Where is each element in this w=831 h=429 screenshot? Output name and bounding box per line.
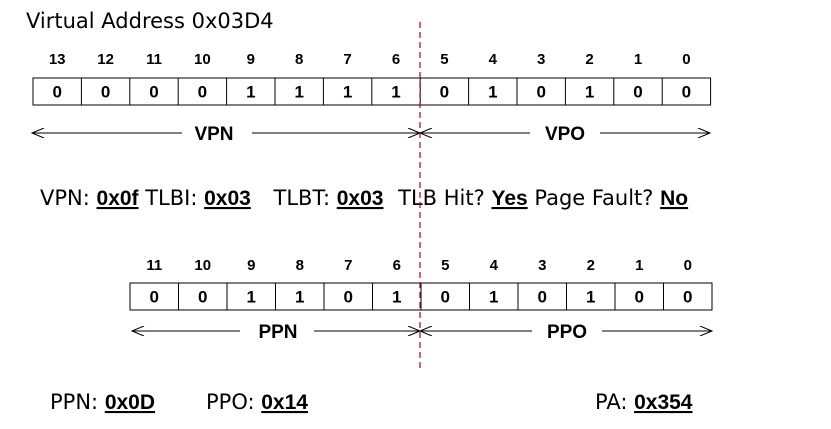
- virtual-bit-value: 1: [343, 83, 352, 102]
- ppo-value: 0x14: [261, 391, 308, 414]
- virtual-bit-index: 2: [585, 51, 593, 68]
- virtual-bit-value: 0: [440, 83, 449, 102]
- virtual-bit-index: 12: [97, 51, 114, 68]
- virtual-bit-index: 5: [440, 51, 448, 68]
- virtual-bit-value: 1: [391, 83, 400, 102]
- virtual-bit-index: 10: [194, 51, 211, 68]
- physical-bit-index: 4: [490, 257, 499, 274]
- virtual-bit-value: 0: [198, 83, 207, 102]
- physical-bit-value: 0: [344, 288, 353, 307]
- virtual-bit-value: 0: [536, 83, 545, 102]
- virtual-bit-value: 0: [101, 83, 110, 102]
- physical-bit-value: 1: [489, 288, 498, 307]
- tlbt-value: 0x03: [337, 187, 384, 210]
- physical-bit-value: 1: [247, 288, 256, 307]
- virtual-bit-index: 7: [343, 51, 351, 68]
- physical-bit-index: 0: [684, 257, 692, 274]
- physical-bit-index: 11: [146, 257, 162, 274]
- virtual-bit-index: 8: [295, 51, 303, 68]
- physical-bit-value: 1: [392, 288, 401, 307]
- pa-label: PA:: [595, 390, 627, 414]
- pa-value: 0x354: [634, 391, 693, 414]
- physical-bit-index: 3: [538, 257, 546, 274]
- virtual-bit-value: 1: [488, 83, 497, 102]
- physical-bit-index: 2: [587, 257, 595, 274]
- virtual-bit-value: 0: [149, 83, 158, 102]
- virtual-bit-index: 1: [634, 51, 642, 68]
- page-fault-label: Page Fault?: [534, 186, 653, 210]
- physical-bit-index: 9: [247, 257, 255, 274]
- physical-bit-value: 0: [198, 288, 207, 307]
- ppo-label: PPO:: [206, 390, 255, 414]
- physical-bit-value: 0: [635, 288, 644, 307]
- physical-bit-value: 0: [538, 288, 547, 307]
- ppn-prefix: 0x: [105, 391, 129, 414]
- ppn-result: PPN: 0x0D: [50, 390, 155, 414]
- tlbi-label: TLBI:: [144, 186, 197, 210]
- vpn-value: 0x0f: [97, 187, 140, 210]
- tlb-hit-label: TLB Hit?: [397, 186, 485, 210]
- virtual-bit-index: 4: [489, 51, 498, 68]
- tlbi-value: 0x03: [204, 187, 251, 210]
- page-fault-value: No: [660, 187, 688, 210]
- virtual-bit-value: 0: [52, 83, 61, 102]
- physical-bit-index: 10: [194, 257, 211, 274]
- lookup-line: VPN: 0x0f TLBI: 0x03 TLBT: 0x03 TLB Hit?…: [40, 186, 688, 210]
- physical-address-register: 0 0 1 1 0 1 0 1 0 1 0 0: [129, 282, 713, 311]
- physical-bit-value: 1: [586, 288, 595, 307]
- tlbt-label: TLBT:: [273, 186, 331, 210]
- physical-bit-value: 1: [295, 288, 304, 307]
- physical-bit-index: 7: [344, 257, 352, 274]
- vpn-field-label: VPN: [194, 124, 233, 145]
- vpo-field-label: VPO: [545, 124, 585, 145]
- physical-bit-index: 6: [393, 257, 401, 274]
- virtual-bit-index: 0: [682, 51, 690, 68]
- physical-bit-value: 0: [150, 288, 159, 307]
- physical-bit-index: 8: [296, 257, 304, 274]
- physical-bit-index: 5: [441, 257, 449, 274]
- pa-result: PA: 0x354: [595, 390, 693, 414]
- virtual-address-register: 0 0 0 0 1 1 1 1 0 1 0 1 0 0: [32, 77, 712, 106]
- ppo-result: PPO: 0x14: [206, 390, 308, 414]
- virtual-bit-value: 0: [633, 83, 642, 102]
- ppn-digits: 0D: [128, 391, 155, 414]
- virtual-bit-index: 9: [247, 51, 255, 68]
- page-title: Virtual Address 0x03D4: [26, 9, 274, 33]
- tlb-hit-value: Yes: [491, 187, 527, 210]
- ppo-field-label: PPO: [547, 322, 587, 343]
- ppn-field-label: PPN: [258, 322, 297, 343]
- vpn-label: VPN:: [40, 186, 90, 210]
- virtual-bit-index: 13: [49, 51, 66, 68]
- physical-bit-index: 1: [635, 257, 643, 274]
- virtual-bit-value: 1: [246, 83, 255, 102]
- physical-bit-value: 0: [683, 288, 692, 307]
- virtual-bit-index: 6: [392, 51, 400, 68]
- virtual-bit-value: 1: [585, 83, 594, 102]
- virtual-bit-value: 1: [294, 83, 303, 102]
- virtual-bit-value: 0: [682, 83, 691, 102]
- virtual-bit-index: 11: [146, 51, 162, 68]
- ppn-label: PPN:: [50, 390, 98, 414]
- physical-bit-value: 0: [441, 288, 450, 307]
- virtual-bit-index: 3: [537, 51, 545, 68]
